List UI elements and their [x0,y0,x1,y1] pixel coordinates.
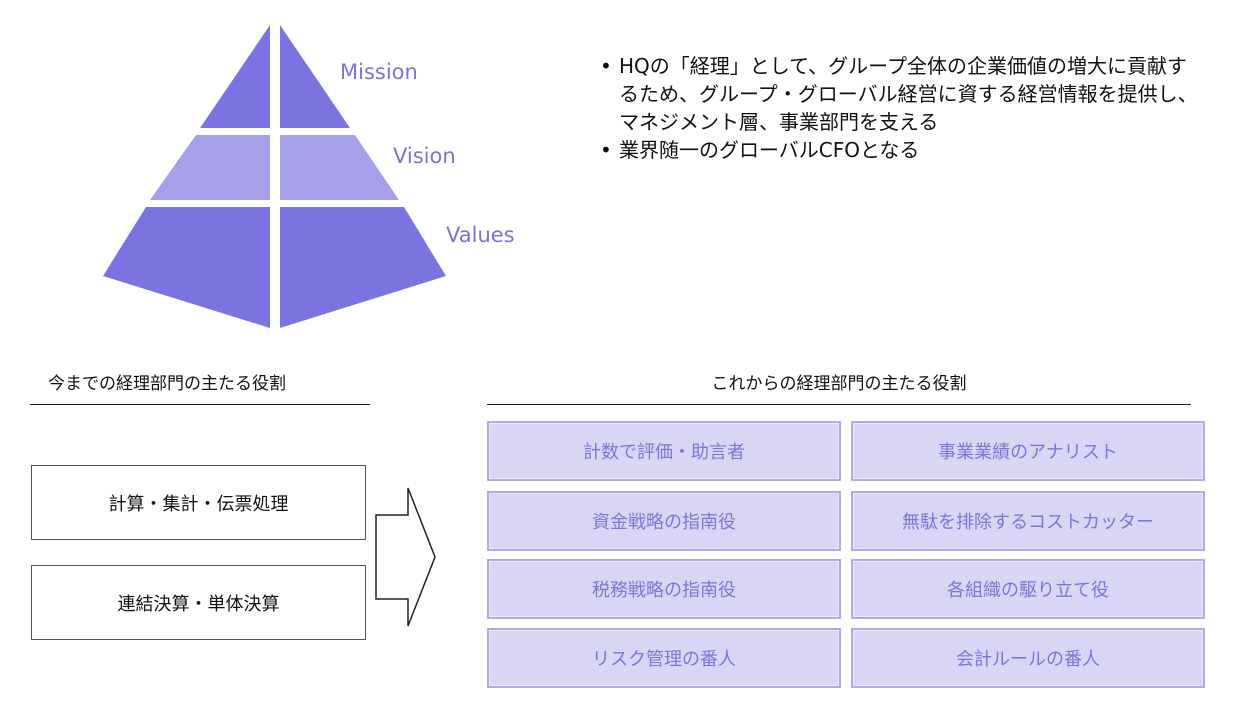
pyramid-mission-left [200,25,270,128]
future-roles-title: これからの経理部門の主たる役割 [711,374,967,394]
transition-arrow-icon [375,487,436,627]
current-roles-divider [30,404,370,405]
statement-1: HQの「経理」として、グループ全体の企業価値の増大に貢献するため、グループ・グロ… [600,52,1200,136]
current-role-label: 計算・集計・伝票処理 [108,493,289,515]
future-role-box: 各組織の駆り立て役 [851,559,1205,619]
future-role-box: 会計ルールの番人 [851,628,1205,688]
mission-statements: HQの「経理」として、グループ全体の企業価値の増大に貢献するため、グループ・グロ… [600,52,1200,164]
future-role-box: リスク管理の番人 [487,628,841,688]
future-role-box: 無駄を排除するコストカッター [851,491,1205,551]
future-role-label: 税務戦略の指南役 [592,580,736,601]
future-roles-divider [487,404,1191,405]
future-role-label: 会計ルールの番人 [956,649,1100,670]
current-role-label: 連結決算・単体決算 [117,593,280,615]
pyramid-values-left [103,207,270,328]
current-role-box: 連結決算・単体決算 [31,565,366,640]
pyramid-mission-right [280,25,350,128]
future-role-box: 事業業績のアナリスト [851,421,1205,481]
statement-2: 業界随一のグローバルCFOとなる [600,136,1200,164]
pyramid-vision-left [150,135,270,200]
future-role-label: 資金戦略の指南役 [592,512,736,533]
future-role-label: リスク管理の番人 [592,649,736,670]
pyramid-diagram [103,25,446,328]
future-role-box: 資金戦略の指南役 [487,491,841,551]
pyramid-values-right [280,207,446,328]
current-role-box: 計算・集計・伝票処理 [31,465,366,540]
future-role-label: 各組織の駆り立て役 [947,580,1109,601]
future-role-label: 計数で評価・助言者 [583,442,745,463]
future-role-box: 計数で評価・助言者 [487,421,841,481]
current-roles-title: 今までの経理部門の主たる役割 [48,374,286,394]
pyramid-vision-right [280,135,399,200]
vision-label: Vision [393,144,456,168]
future-role-label: 無駄を排除するコストカッター [902,512,1154,533]
future-role-box: 税務戦略の指南役 [487,559,841,619]
future-role-label: 事業業績のアナリスト [938,442,1118,463]
values-label: Values [446,223,515,247]
mission-label: Mission [340,60,418,84]
